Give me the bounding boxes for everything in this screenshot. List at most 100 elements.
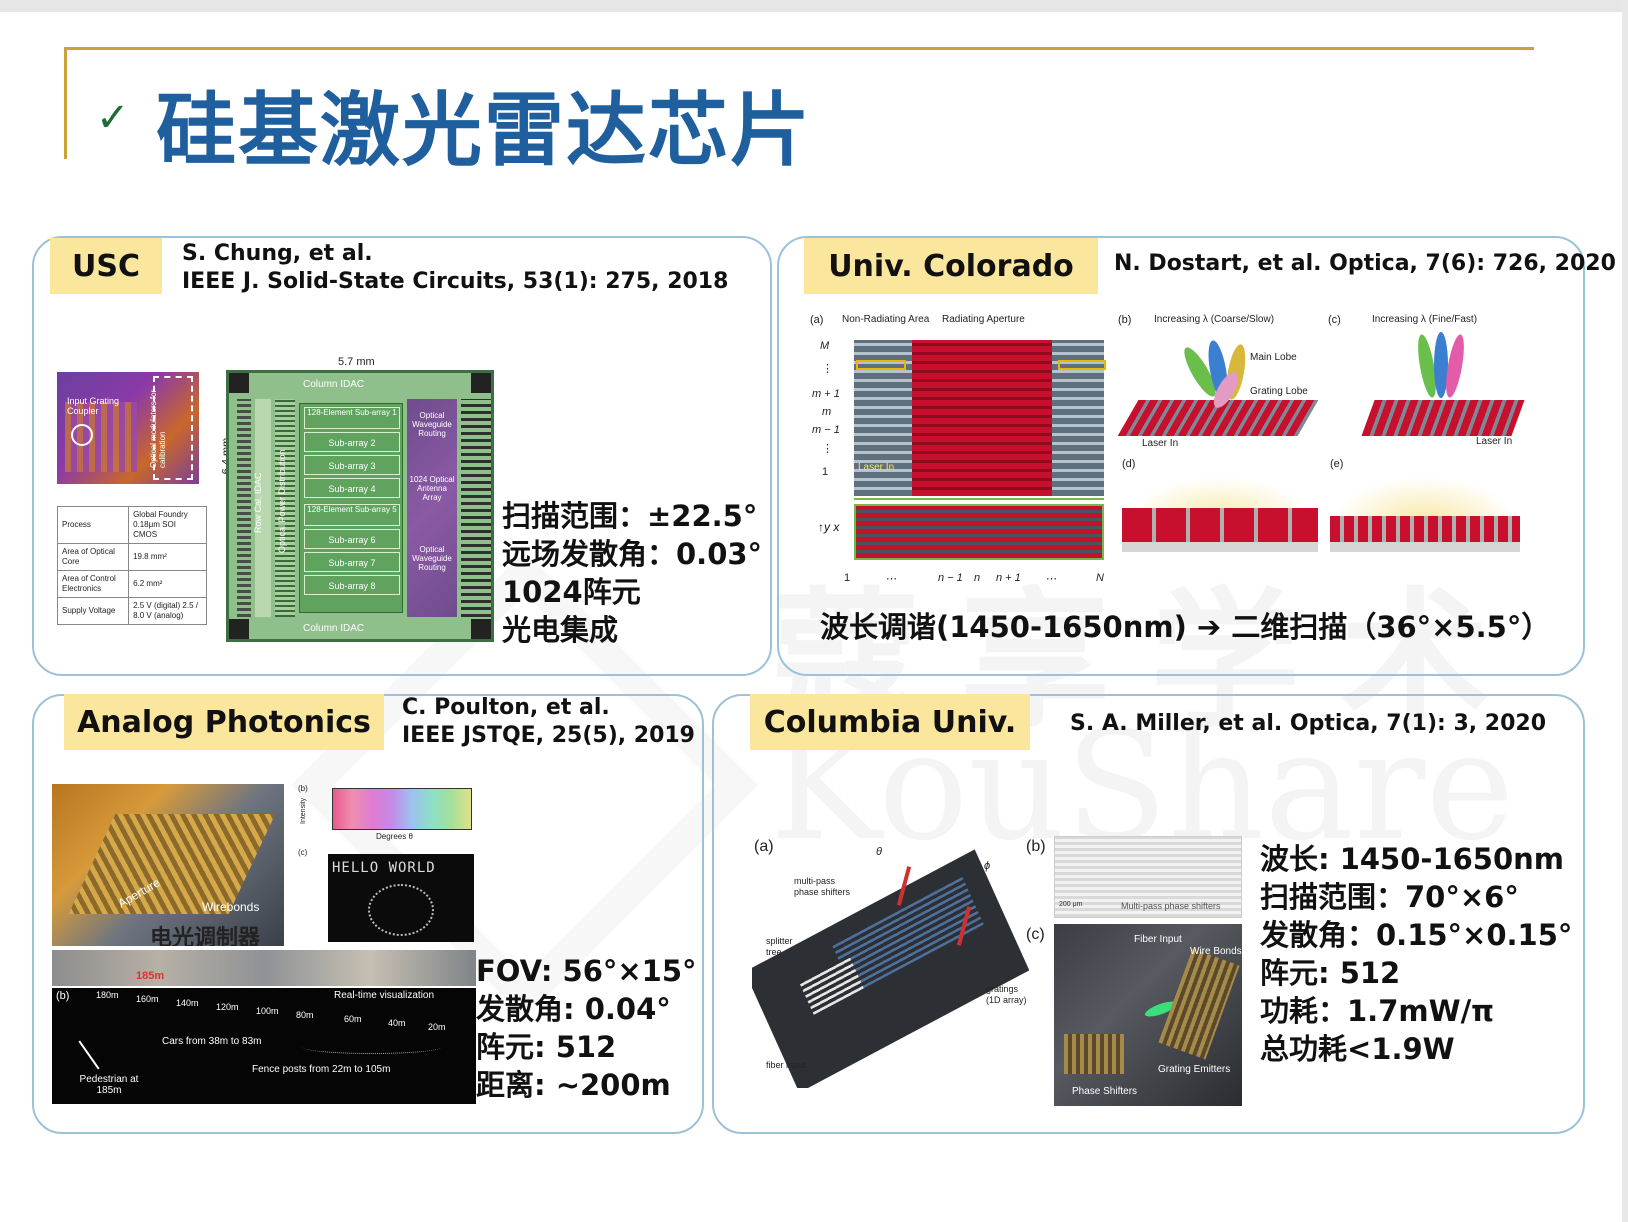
fine-label: Increasing λ (Fine/Fast) <box>1372 314 1478 325</box>
row-cal-pads <box>237 399 251 617</box>
columbia-spec-2: 发散角：0.15°×0.15° <box>1260 918 1573 952</box>
laser-in-label-a: Laser In <box>858 462 895 473</box>
corner-pad <box>229 619 249 639</box>
analog-chip-photo: Aperture Wirebonds 电光调制器 <box>52 784 284 946</box>
table-cell: Process <box>56 506 130 544</box>
row-label-vdots: ⋮ <box>822 363 833 375</box>
sub-array-3: Sub-array 3 <box>304 455 400 475</box>
table-cell: Area of Control Electronics <box>56 570 130 598</box>
usc-grating-coupler-micrograph: Input Grating Coupler Optical modulators… <box>57 372 199 484</box>
columbia-spec-5: 总功耗<1.9W <box>1260 1032 1455 1066</box>
dist-100: 100m <box>256 1006 279 1016</box>
fig-d-label: (d) <box>1122 458 1136 470</box>
table-cell: 19.8 mm² <box>128 543 207 571</box>
globe-icon <box>368 884 434 936</box>
optical-modulators-label: Optical modulators for calibration <box>149 389 167 468</box>
fig-e-label: (e) <box>1330 458 1344 470</box>
radiating-aperture-block <box>912 340 1052 496</box>
substrate-e <box>1330 542 1520 552</box>
usc-die-photo: Column IDAC Column IDAC Row Cal. IDAC Op… <box>226 370 494 642</box>
usc-spec-0: 扫描范围：±22.5° <box>502 499 758 533</box>
fig-b-label-analog: (b) <box>298 784 308 793</box>
usc-spec-2: 1024阵元 <box>502 575 641 609</box>
dist-80: 80m <box>296 1010 314 1020</box>
input-grating-label: Input Grating Coupler <box>67 396 120 416</box>
fig-c-label-analog: (c) <box>298 848 308 857</box>
columbia-spec-4: 功耗：1.7mW/π <box>1260 994 1495 1028</box>
usc-ref-authors: S. Chung, et al. <box>182 241 373 266</box>
columbia-fig-c: (c) Fiber Input Wire Bonds Grating Emitt… <box>1026 924 1242 1108</box>
waveguide-cross-section-d <box>1122 508 1318 542</box>
hello-world-text: HELLO WORLD <box>332 860 436 876</box>
usc-ref-journal: IEEE J. Solid-State Circuits, 53(1): 275… <box>182 269 729 294</box>
title-frame-left-line <box>64 47 67 159</box>
sub-array-4: Sub-array 4 <box>304 478 400 498</box>
columbia-fig-b: (b) Multi-pass phase shifters 200 μm <box>1026 836 1242 920</box>
splitter-label: splitter tree <box>766 936 793 957</box>
waveguide-top-label: Optical Waveguide Routing <box>412 411 452 438</box>
analog-spec-2: 阵元: 512 <box>476 1030 617 1064</box>
analog-spec-3: 距离: ~200m <box>476 1068 671 1102</box>
optical-power-label: Optical Power Distribution <box>277 449 287 553</box>
grating-plate-c <box>1361 400 1525 436</box>
row-cal-idac-block <box>255 399 271 617</box>
analog-spec-0: FOV: 56°×15° <box>476 954 697 988</box>
title-frame-top-line <box>64 47 1534 50</box>
analog-spec-1: 发散角: 0.04° <box>476 992 671 1026</box>
col-label-1: 1 <box>844 572 851 584</box>
modulator-dashed-box <box>153 376 193 480</box>
laser-in-label-b: Laser In <box>1142 438 1179 449</box>
antenna-array-label: 1024 Optical Antenna Array <box>409 475 455 502</box>
analog-street-photo: 185m <box>52 950 476 986</box>
multipass-label: multi-pass phase shifters <box>794 876 851 897</box>
multipass-micrograph: Multi-pass phase shifters 200 μm <box>1054 836 1242 918</box>
main-lobe-label: Main Lobe <box>1250 352 1297 363</box>
fig-c-label-columbia: (c) <box>1026 926 1045 943</box>
fiber-input-c-label: Fiber Input <box>1134 934 1182 945</box>
usc-panel <box>32 236 772 676</box>
table-cell: Area of Optical Core <box>56 543 130 571</box>
columbia-tag: Columbia Univ. <box>750 694 1030 750</box>
axis-y-x-icon: ↑y x <box>818 520 840 534</box>
table-cell: Global Foundry 0.18μm SOI CMOS <box>128 506 207 544</box>
degrees-label: Degrees θ <box>376 832 413 841</box>
dist-60: 60m <box>344 1014 362 1024</box>
column-idac-bottom-label: Column IDAC <box>303 623 365 634</box>
columbia-spec-0: 波长: 1450-1650nm <box>1260 842 1565 876</box>
sub-array-8: Sub-array 8 <box>304 575 400 595</box>
analog-spectrum-plot: (b) Intensity Degrees θ <box>298 784 476 846</box>
col-label-N: N <box>1096 572 1104 584</box>
colorado-fig-a: (a) Non-Radiating Area Radiating Apertur… <box>806 310 1116 590</box>
fiber-input-label: fiber input <box>766 1060 806 1070</box>
wire-bonds-label: Wire Bonds <box>1190 946 1242 957</box>
fig-a-label-columbia: (a) <box>754 838 774 855</box>
analog-ref-authors: C. Poulton, et al. <box>402 695 610 720</box>
laser-in-label-c: Laser In <box>1476 436 1513 447</box>
table-cell: Supply Voltage <box>56 597 130 625</box>
sub-array-7: Sub-array 7 <box>304 552 400 572</box>
sub-array-1: 128-Element Sub-array 1 <box>304 407 400 429</box>
zoomed-grating <box>854 504 1104 560</box>
radiating-aperture-label: Radiating Aperture <box>942 314 1025 325</box>
colorado-spec: 波长调谐(1450-1650nm) ➔ 二维扫描（36°×5.5°） <box>820 610 1551 644</box>
pedestrian-label: Pedestrian at 185m <box>79 1074 139 1096</box>
cars-label: Cars from 38m to 83m <box>162 1036 262 1047</box>
column-idac-top-label: Column IDAC <box>303 379 365 390</box>
multipass-b-label: Multi-pass phase shifters <box>1121 901 1221 911</box>
col-label-n-plus-1: n + 1 <box>996 572 1021 584</box>
columbia-reference: S. A. Miller, et al. Optica, 7(1): 3, 20… <box>1070 711 1547 736</box>
corner-pad <box>471 373 491 393</box>
table-cell: 2.5 V (digital) 2.5 / 8.0 V (analog) <box>128 597 207 625</box>
spectrum-bars <box>332 788 472 830</box>
dist-140: 140m <box>176 998 199 1008</box>
analog-hello-world-figure: (c) HELLO WORLD <box>298 848 476 944</box>
window-top-bar <box>0 0 1628 12</box>
eo-modulator-overlay: 电光调制器 <box>150 926 261 946</box>
row-label-vdots-2: ⋮ <box>822 443 833 455</box>
columbia-fig-a: (a) θ ϕ multi-pass phase shifters splitt… <box>752 836 1032 1088</box>
scale-bar-label: 200 μm <box>1059 901 1083 908</box>
col-label-cdots: ⋯ <box>886 573 897 585</box>
colorado-tag: Univ. Colorado <box>804 238 1098 294</box>
